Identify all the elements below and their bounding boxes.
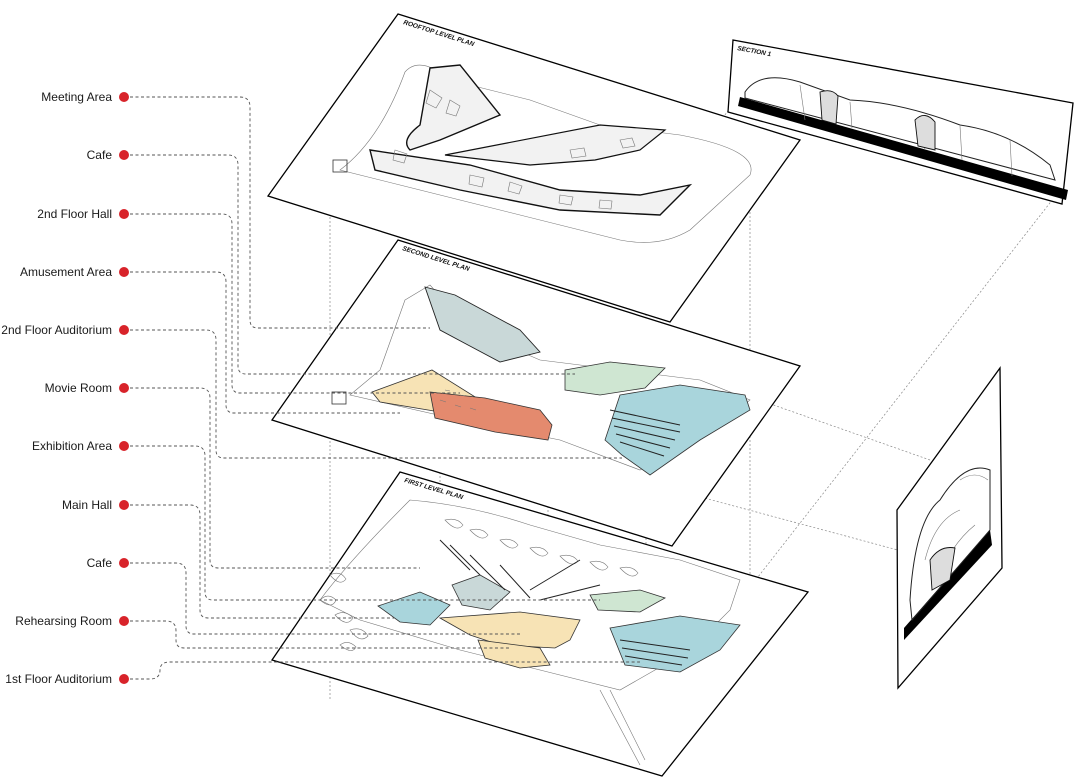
zone-green — [564, 361, 666, 396]
second-plate — [270, 239, 802, 547]
marker-dot — [119, 500, 129, 510]
section-drawing — [738, 77, 1068, 200]
label-text: Meeting Area — [41, 90, 112, 104]
zone-orange — [429, 391, 553, 441]
zone-grey — [424, 286, 541, 363]
zone-green-1f — [589, 589, 666, 613]
section-1-plate — [727, 39, 1074, 205]
section-1-plate-group: SECTION 1 — [727, 39, 1074, 205]
zone-yellow-lower — [477, 639, 551, 669]
zone-grey-1f — [451, 574, 511, 611]
label-1st-floor-auditorium: 1st Floor Auditorium — [5, 672, 129, 686]
rooftop-plan-drawing — [332, 64, 752, 243]
label-text: Cafe — [87, 556, 113, 570]
marker-dot — [119, 325, 129, 335]
label-main-hall: Main Hall — [62, 498, 129, 512]
label-text: 1st Floor Auditorium — [5, 672, 112, 686]
label-text: Movie Room — [45, 381, 112, 395]
marker-dot — [119, 209, 129, 219]
label-2nd-floor-auditorium: 2nd Floor Auditorium — [1, 323, 129, 337]
label-meeting-area: Meeting Area — [41, 90, 129, 104]
leader-lines — [130, 96, 640, 680]
marker-dot — [119, 383, 129, 393]
label-exhibition-area: Exhibition Area — [32, 439, 129, 453]
rooftop-level-plan: ROOFTOP LEVEL PLAN — [266, 13, 802, 323]
marker-dot — [119, 674, 129, 684]
label-text: Exhibition Area — [32, 439, 112, 453]
marker-dot — [119, 558, 129, 568]
elevation-plate-group — [896, 366, 1003, 690]
label-2nd-floor-hall: 2nd Floor Hall — [37, 207, 129, 221]
marker-dot — [119, 92, 129, 102]
label-text: Main Hall — [62, 498, 112, 512]
marker-dot — [119, 267, 129, 277]
zone-teal-right — [609, 615, 741, 673]
label-cafe-upper: Cafe — [87, 148, 129, 162]
first-level-plan: FIRST LEVEL PLAN — [270, 471, 810, 777]
label-rehearsing-room: Rehearsing Room — [15, 614, 129, 628]
second-level-plan: SECOND LEVEL PLAN — [270, 239, 802, 547]
label-text: Amusement Area — [20, 265, 112, 279]
label-text: 2nd Floor Auditorium — [1, 323, 112, 337]
label-amusement-area: Amusement Area — [20, 265, 129, 279]
zone-yellow-main — [438, 611, 581, 649]
zone-teal — [604, 384, 751, 476]
label-cafe-lower: Cafe — [87, 556, 129, 570]
elevation-plate — [896, 366, 1003, 690]
second-plan-drawing — [331, 284, 751, 476]
marker-dot — [119, 616, 129, 626]
rooftop-plate — [266, 13, 802, 323]
label-text: Cafe — [87, 148, 113, 162]
label-text: Rehearsing Room — [15, 614, 112, 628]
legend-labels: Meeting Area Cafe 2nd Floor Hall Amuseme… — [1, 90, 129, 686]
marker-dot — [119, 441, 129, 451]
label-movie-room: Movie Room — [45, 381, 129, 395]
label-text: 2nd Floor Hall — [37, 207, 112, 221]
marker-dot — [119, 150, 129, 160]
elevation-drawing — [904, 467, 992, 640]
